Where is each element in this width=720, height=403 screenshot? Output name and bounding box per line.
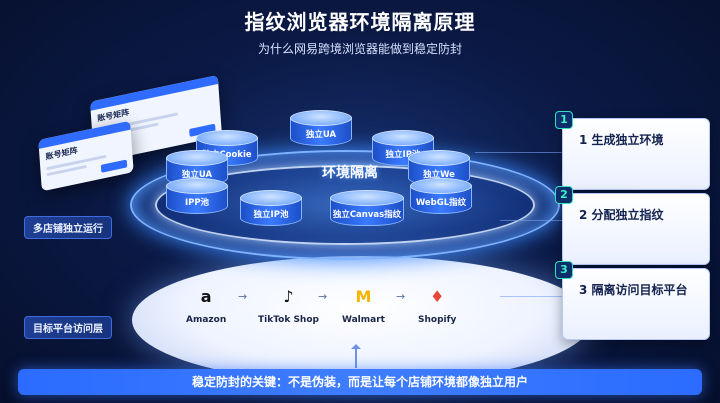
page-title: 指纹浏览器环境隔离原理: [244, 10, 476, 34]
key-statement-bar: 稳定防封的关键：不是伪装，而是让每个店铺环境都像独立用户: [18, 369, 702, 395]
platform-tiktok: ♪ TikTok Shop: [258, 282, 319, 326]
cylinder-webgl: WebGL指纹: [410, 178, 472, 216]
cylinder-ip-pool-center: 独立IP池: [240, 190, 302, 228]
step-card-2: 2 2 分配独立指纹: [555, 186, 710, 265]
amazon-icon: a: [200, 286, 212, 306]
cylinder-canvas: 独立Canvas指纹: [330, 190, 404, 228]
arrow-icon: →: [238, 290, 248, 303]
arrow-icon: →: [396, 290, 406, 303]
cylinder-ip-pool-left: IPP池: [166, 178, 228, 216]
arrow-icon: →: [318, 290, 328, 303]
cylinder-webrtc: 独立We: [408, 150, 470, 188]
cylinder-ua-top: 独立UA: [290, 110, 352, 148]
page-subtitle: 为什么网易跨境浏览器能做到稳定防封: [257, 42, 462, 56]
walmart-icon: M: [355, 286, 372, 306]
step-card-1: 1 1 生成独立环境: [555, 111, 710, 190]
platform-shopify: ♦ Shopify: [418, 282, 456, 326]
connector-line: [475, 152, 562, 153]
account-mockup-front: 账号矩阵: [38, 120, 134, 192]
connector-line: [500, 220, 562, 221]
tag-platform-layer: 目标平台访问层: [24, 316, 112, 339]
platform-base: [132, 256, 592, 384]
connector-line: [500, 296, 562, 297]
isolation-ring-inner: [155, 165, 535, 245]
platform-walmart: M Walmart: [342, 282, 385, 326]
platform-amazon: a Amazon: [186, 282, 226, 326]
shopify-icon: ♦: [430, 286, 445, 306]
isolation-label: 环境隔离: [322, 165, 378, 181]
up-arrow-icon: [351, 344, 361, 368]
step-card-3: 3 3 隔离访问目标平台: [555, 261, 710, 340]
tag-multi-shop: 多店铺独立运行: [24, 216, 112, 239]
tiktok-icon: ♪: [283, 286, 294, 306]
